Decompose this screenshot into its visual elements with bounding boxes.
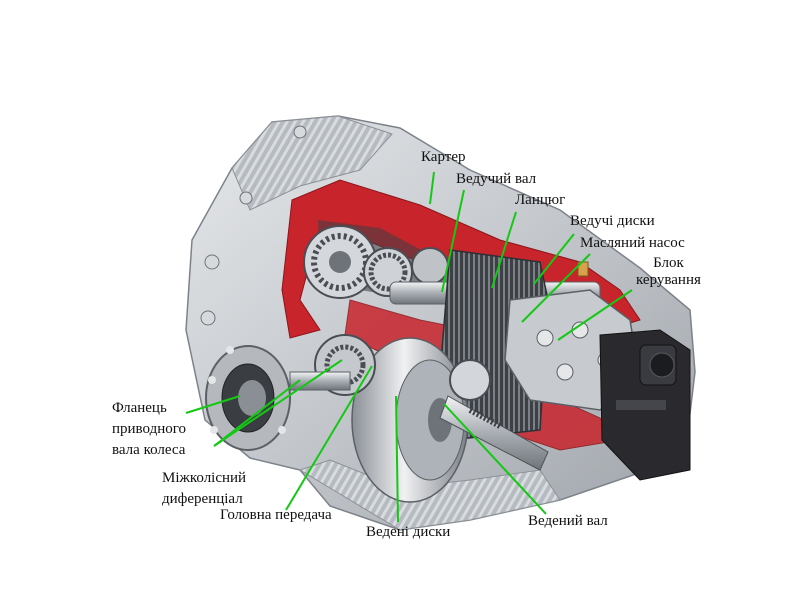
leader-drive-discs [533, 233, 575, 285]
label-control-unit-line-1: Блок [653, 255, 684, 271]
leader-housing [429, 171, 435, 205]
label-oil-pump: Масляний насос [580, 235, 685, 251]
label-drive-discs: Ведучі диски [570, 213, 655, 229]
label-differential: Міжколісний диференціал [162, 470, 246, 508]
label-flange: Фланець приводного вала колеса [112, 400, 186, 459]
leader-driven-discs [395, 395, 399, 523]
label-flange-line-2: приводного [112, 421, 187, 437]
label-driven-shaft: Ведений вал [528, 513, 608, 529]
label-drive-shaft: Ведучий вал [456, 171, 537, 187]
leader-chain [491, 211, 517, 289]
label-housing: Картер [421, 149, 466, 165]
leader-lines [185, 171, 633, 523]
driven-discs-part [351, 337, 469, 503]
label-differential-line-2: диференціал [162, 491, 243, 507]
label-main-gear: Головна передача [220, 507, 332, 523]
leader-control-unit [557, 289, 633, 341]
label-chain: Ланцюг [515, 192, 566, 208]
label-control-unit-line-2: керування [636, 272, 701, 288]
label-flange-line-3: вала колеса [112, 442, 186, 458]
leader-flange [185, 395, 241, 414]
leader-main-gear [285, 365, 373, 511]
label-control-unit: Блок керування [636, 255, 701, 289]
driven-shaft-part [439, 359, 549, 471]
leader-driven-shaft [443, 403, 547, 515]
gear-cluster [303, 225, 449, 299]
leader-oil-pump [521, 253, 591, 323]
control-unit-part [599, 329, 691, 481]
leader-differential-b [213, 379, 301, 447]
label-differential-line-1: Міжколісний [162, 470, 247, 486]
label-driven-discs: Ведені диски [366, 524, 451, 540]
output-flange-part [205, 345, 291, 451]
label-flange-line-1: Фланець [112, 400, 167, 416]
leader-drive-shaft [441, 189, 465, 293]
leader-differential-a [213, 359, 343, 447]
